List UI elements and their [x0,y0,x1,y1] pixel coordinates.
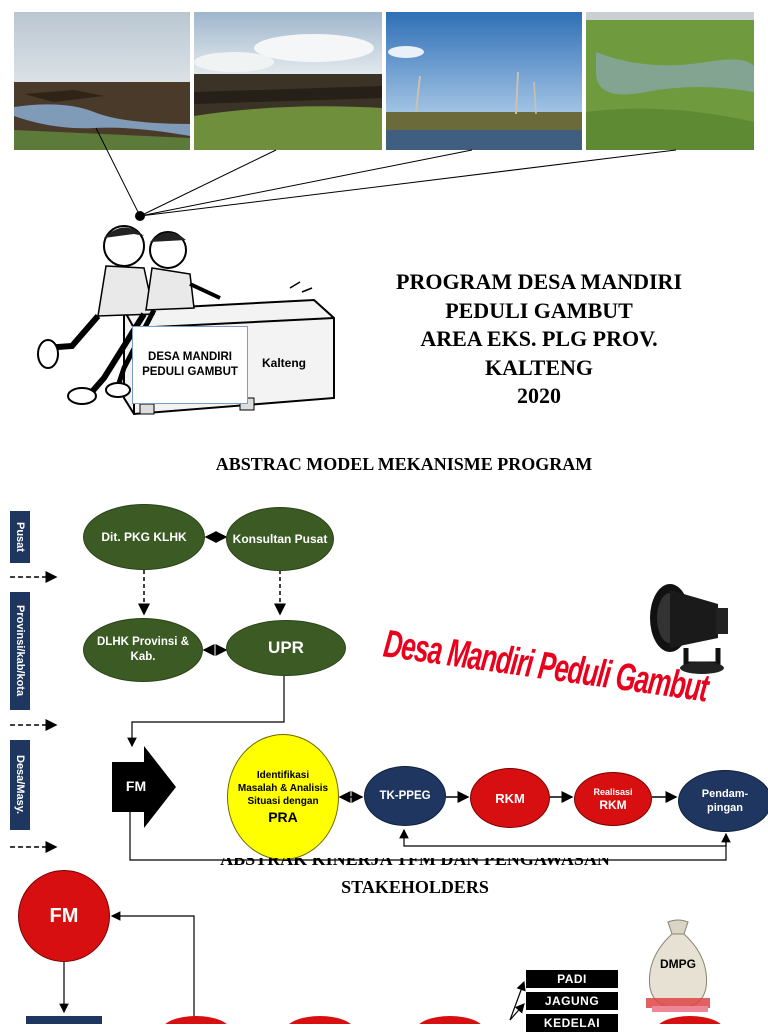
fm-arrow-shape [112,746,176,828]
peatland-photo-2 [194,12,382,150]
title-line-1: PROGRAM DESA MANDIRI [396,269,682,294]
money-bag-icon [646,919,710,1012]
node-konsultan-pusat: Konsultan Pusat [226,507,334,571]
title-line-2: PEDULI GAMBUT [445,297,633,323]
node-tk-ppeg: TK-PPEG [364,766,446,826]
section2-title-line2: STAKEHOLDERS [341,877,489,897]
bag-label: DMPG [660,957,696,971]
realisasi-rkm-label: RKM [599,798,627,812]
node-fm: FM [125,778,147,794]
section2-title-line1: ABSTRAK KINERJA TFM DAN PENGAWASAN [220,858,610,869]
page-title: PROGRAM DESA MANDIRI PEDULI GAMBUT AREA … [356,268,722,411]
realisasi-label: Realisasi [593,787,633,797]
node-pra: Identifikasi Masalah & Analisis Situasi … [227,734,339,860]
title-line-5: 2020 [517,383,561,408]
band-desa: Desa/Masy. [10,740,30,830]
section2-title-line1-clipped: ABSTRAK KINERJA TFM DAN PENGAWASAN [0,858,768,869]
node-rkm: RKM [470,768,550,828]
peatland-photo-4 [586,12,754,150]
megaphone-icon [650,584,728,674]
node-realisasi-rkm: Realisasi RKM [574,772,652,826]
section1-title: ABSTRAC MODEL MEKANISME PROGRAM [215,454,593,474]
node-upr: UPR [226,620,346,676]
section2-connectors [26,911,721,1024]
node-pendampingan: Pendam-pingan [678,770,768,832]
photo-pointer-lines [95,127,677,221]
crop-label-jagung: JAGUNG [526,992,618,1010]
title-line-3: AREA EKS. PLG PROV. [420,326,658,351]
cartoon-box-label: DESA MANDIRI PEDULI GAMBUT [132,326,248,404]
peatland-photo-3 [386,12,582,150]
cartoon-side-label: Kalteng [262,356,307,370]
title-line-4: KALTENG [484,354,593,380]
mechanism-connectors [10,531,731,861]
crop-label-kedelai: KEDELAI [526,1014,618,1032]
node-dlhk: DLHK Provinsi & Kab. [83,618,203,682]
band-pusat: Pusat [10,511,30,563]
node-fm-large: FM [18,870,110,962]
peatland-photo-1 [14,12,190,150]
band-provinsi: Provinsi/kab/kota [10,592,30,710]
pra-description: Identifikasi Masalah & Analisis Situasi … [237,769,329,807]
node-dit-pkg-klhk: Dit. PKG KLHK [83,504,205,570]
crop-label-padi: PADI [526,970,618,988]
pra-label: PRA [268,808,298,825]
